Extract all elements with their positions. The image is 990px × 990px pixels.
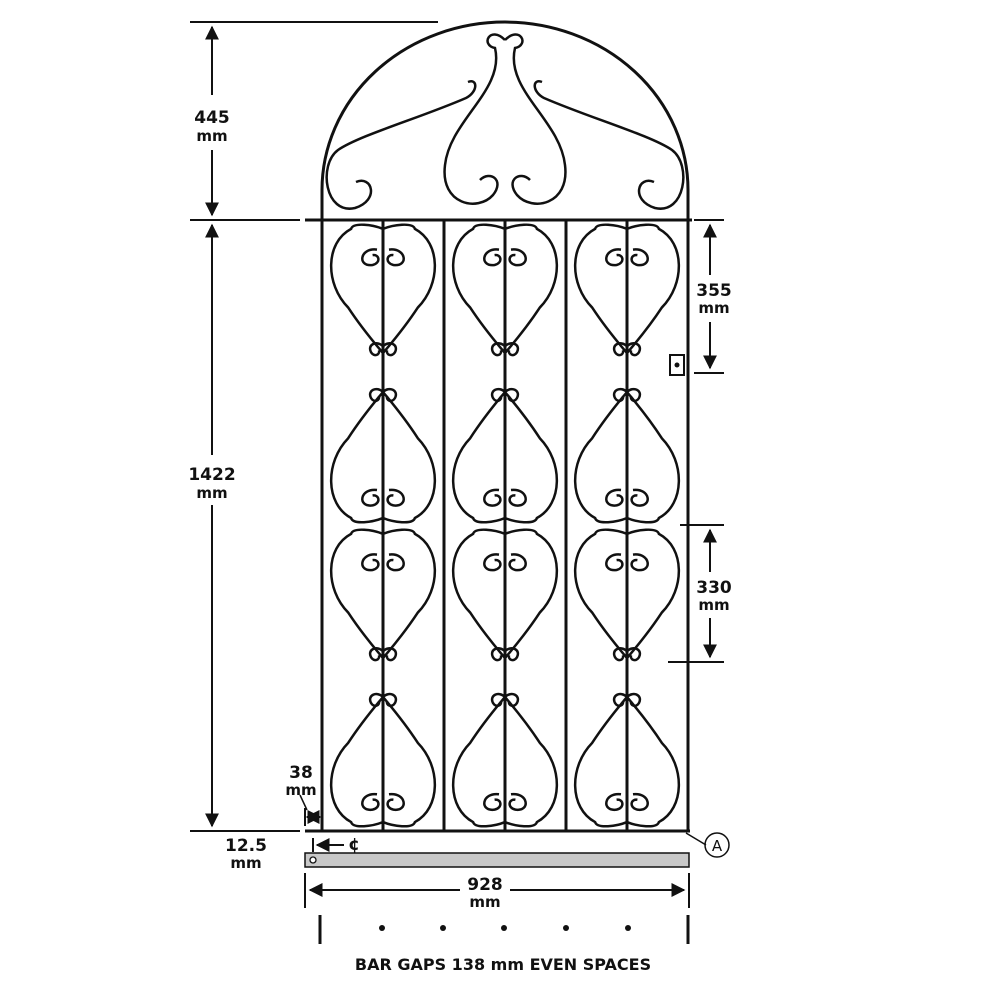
tip-curl: [490, 647, 506, 662]
heart-scroll: [573, 223, 681, 356]
arch-height-unit: mm: [196, 127, 227, 145]
callout-circle: [704, 832, 730, 858]
inner-curl: [386, 248, 405, 267]
centerline-symbol: ¢: [348, 835, 360, 855]
inner-curl: [483, 488, 502, 507]
inner-curl: [361, 248, 380, 267]
arch-height-value: 445: [194, 108, 230, 128]
tip-curl: [490, 692, 506, 708]
inner-curl: [386, 553, 405, 572]
scroll-upper-value: 355: [696, 281, 732, 301]
tip-curl: [626, 342, 642, 357]
right-arch-scroll: [533, 80, 685, 210]
gap-dot: [379, 925, 385, 931]
tip-curl: [368, 692, 384, 708]
inner-curl: [508, 248, 527, 267]
hinge-pin-hole: [309, 856, 317, 864]
tip-curl: [382, 692, 398, 708]
arch-scrollwork: [325, 33, 685, 210]
gap-dot: [440, 925, 446, 931]
tip-curl: [612, 342, 628, 357]
inner-curl: [361, 553, 380, 572]
body-scrollwork: [329, 223, 681, 828]
dimension-labels: 445 mm 1422 mm 355 mm 330 mm 38 mm 12.5 …: [188, 108, 732, 974]
tip-curl: [368, 647, 384, 662]
inner-curl: [605, 792, 624, 811]
bottom-rail-bar: [304, 852, 690, 868]
inner-curl: [630, 553, 649, 572]
tip-curl: [504, 342, 520, 357]
inner-curl: [508, 488, 527, 507]
inner-curl: [630, 488, 649, 507]
inner-curl: [605, 488, 624, 507]
bar-offset-unit: mm: [285, 781, 316, 799]
inner-curl: [605, 248, 624, 267]
scroll-lower-unit: mm: [698, 596, 729, 614]
inner-curl: [386, 488, 405, 507]
inner-curl: [386, 792, 405, 811]
inner-curl: [630, 792, 649, 811]
inner-curl: [508, 553, 527, 572]
inner-curl: [508, 792, 527, 811]
callout-label: A: [712, 837, 723, 855]
tip-curl: [626, 387, 642, 403]
center-heart-left: [443, 33, 506, 205]
tip-curl: [368, 342, 384, 357]
inner-curl: [630, 248, 649, 267]
inner-curl: [483, 248, 502, 267]
tip-curl: [368, 387, 384, 403]
bar-gap-dots: [379, 925, 631, 931]
center-heart-right: [504, 33, 567, 205]
gate-frame: [305, 20, 692, 833]
hinge-offset-value: 12.5: [225, 836, 267, 856]
total-width-value: 928: [467, 875, 503, 895]
scroll-lower-value: 330: [696, 578, 732, 598]
gap-dot: [501, 925, 507, 931]
tip-curl: [490, 387, 506, 403]
tip-curl: [490, 342, 506, 357]
heart-scroll: [451, 528, 559, 661]
tip-curl: [626, 647, 642, 662]
tip-curl: [382, 387, 398, 403]
heart-scroll: [329, 528, 437, 661]
inner-curl: [361, 488, 380, 507]
gap-dot: [563, 925, 569, 931]
tip-curl: [626, 692, 642, 708]
tip-curl: [612, 387, 628, 403]
heart-scroll: [451, 223, 559, 356]
bar-offset-value: 38: [289, 763, 313, 783]
total-width-unit: mm: [469, 893, 500, 911]
tip-curl: [504, 647, 520, 662]
heart-scroll: [573, 528, 681, 661]
callout-leader: [685, 832, 707, 846]
bar-gaps-caption: BAR GAPS 138 mm EVEN SPACES: [355, 955, 651, 974]
offset-38-pointer: [299, 794, 308, 811]
inner-curl: [605, 553, 624, 572]
tip-curl: [612, 692, 628, 708]
gate-height-value: 1422: [188, 465, 235, 485]
gap-dot: [625, 925, 631, 931]
tip-curl: [504, 692, 520, 708]
scroll-upper-unit: mm: [698, 299, 729, 317]
arch-top: [320, 20, 690, 220]
dimension-lines: [190, 21, 730, 944]
tip-curl: [382, 647, 398, 662]
gate-height-unit: mm: [196, 484, 227, 502]
inner-curl: [361, 792, 380, 811]
tip-curl: [382, 342, 398, 357]
inner-curl: [483, 792, 502, 811]
inner-curl: [483, 553, 502, 572]
tip-curl: [504, 387, 520, 403]
heart-scroll: [329, 223, 437, 356]
latch-bolt: [674, 362, 680, 368]
hinge-offset-unit: mm: [230, 854, 261, 872]
tip-curl: [612, 647, 628, 662]
left-arch-scroll: [325, 80, 477, 210]
